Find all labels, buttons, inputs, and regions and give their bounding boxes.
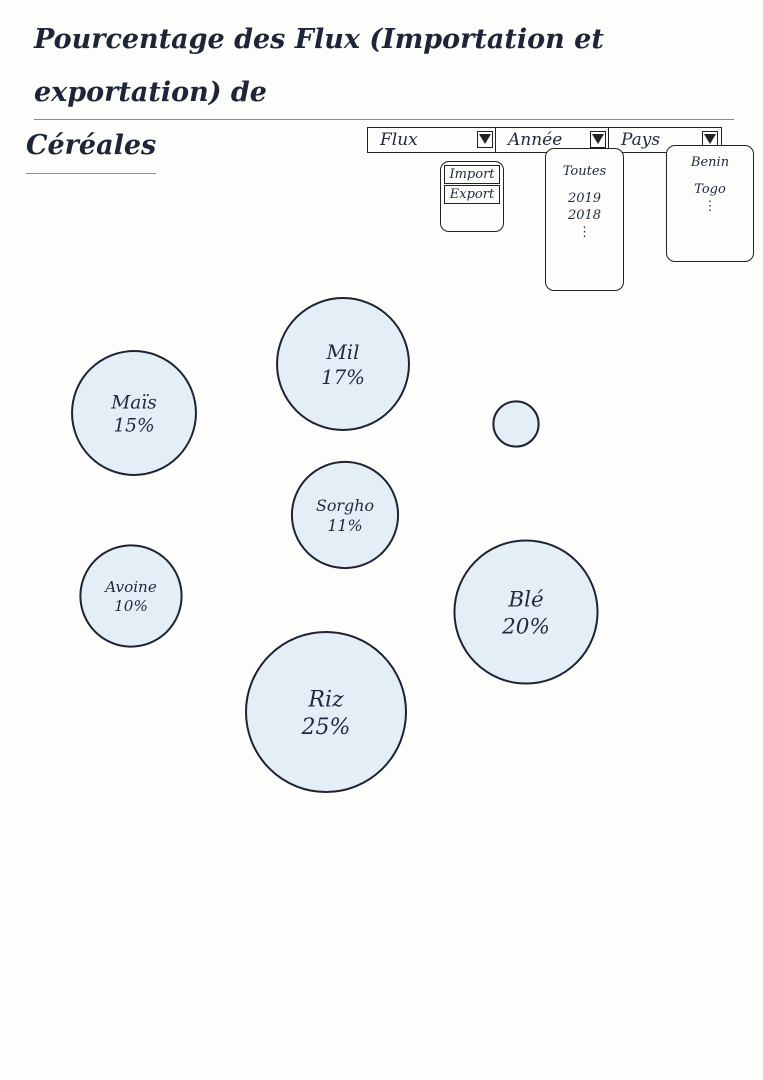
more-options-icon[interactable]: ⋮ — [703, 199, 717, 214]
dropdown-pays: Benin Togo ⋮ — [666, 145, 754, 262]
bubble-value: 17% — [321, 366, 365, 389]
option-2019[interactable]: 2019 — [567, 191, 602, 206]
option-2018[interactable]: 2018 — [567, 208, 602, 223]
option-export[interactable]: Export — [444, 185, 500, 204]
bubble-circle — [453, 539, 599, 685]
filter-annee-label: Année — [508, 130, 563, 150]
bubble-label: Blé — [507, 588, 544, 613]
filter-flux[interactable]: Flux — [368, 128, 496, 152]
chevron-down-icon[interactable] — [477, 131, 493, 148]
dropdown-annee: Toutes 2019 2018 ⋮ — [545, 148, 624, 291]
bubble-maïs[interactable]: Maïs 15% — [71, 350, 197, 476]
bubble-circle — [71, 350, 197, 476]
title-line-1: Pourcentage des Flux (Importation et exp… — [34, 14, 734, 121]
bubble-value: 20% — [501, 614, 550, 639]
filter-bar: Flux Année Pays — [367, 127, 722, 153]
bubble-value: 25% — [301, 715, 351, 740]
more-options-icon[interactable]: ⋮ — [578, 225, 591, 240]
title-line-2: Céréales — [26, 120, 157, 174]
filter-pays-label: Pays — [621, 130, 661, 150]
bubble-value: 10% — [114, 597, 148, 615]
page-title: Pourcentage des Flux (Importation et exp… — [26, 14, 734, 174]
filter-flux-label: Flux — [380, 130, 418, 150]
option-import[interactable]: Import — [444, 165, 500, 184]
bubble-value: 11% — [327, 516, 362, 535]
bubble-label: Maïs — [110, 392, 157, 413]
filter-annee[interactable]: Année — [496, 128, 609, 152]
option-benin[interactable]: Benin — [690, 155, 730, 170]
bubble-circle — [276, 297, 410, 431]
bubble-circle — [492, 400, 540, 448]
bubble-label: Sorgho — [316, 496, 374, 515]
bubble-label: Mil — [326, 341, 360, 364]
dropdown-flux: Import Export — [440, 161, 504, 232]
bubble-unlabeled[interactable] — [492, 400, 540, 448]
bubble-circle — [245, 631, 407, 793]
option-toutes[interactable]: Toutes — [562, 164, 607, 179]
bubble-circle — [290, 460, 400, 570]
option-togo[interactable]: Togo — [694, 182, 726, 197]
bubble-value: 15% — [113, 416, 154, 437]
chevron-down-icon[interactable] — [590, 131, 606, 148]
bubble-label: Avoine — [103, 578, 157, 596]
bubble-circle — [79, 544, 183, 648]
bubble-label: Riz — [307, 688, 344, 713]
